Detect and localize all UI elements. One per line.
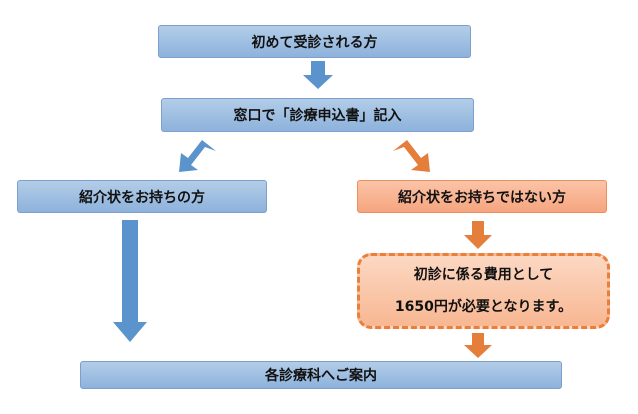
first-visit-label: 初めて受診される方 xyxy=(251,34,378,51)
arrow-down-1 xyxy=(303,61,333,89)
arrow-down-3 xyxy=(464,333,492,358)
fee-note-box: 初診に係る費用として 1650円が必要となります。 xyxy=(357,253,610,329)
arrow-diagonal-right xyxy=(393,140,430,172)
arrow-down-2 xyxy=(464,221,492,249)
fee-note-line2: 1650円が必要となります。 xyxy=(394,299,573,315)
departments-box: 各診療科へご案内 xyxy=(80,361,562,389)
reception-box: 窓口で「診療申込書」記入 xyxy=(161,98,474,132)
with-referral-label: 紹介状をお持ちの方 xyxy=(79,189,205,206)
without-referral-label: 紹介状をお持ちではない方 xyxy=(398,189,566,206)
first-visit-box: 初めて受診される方 xyxy=(158,25,471,58)
without-referral-box: 紹介状をお持ちではない方 xyxy=(357,180,607,213)
departments-label: 各診療科へご案内 xyxy=(265,368,377,384)
arrow-diagonal-left xyxy=(179,140,216,172)
fee-note-line1: 初診に係る費用として xyxy=(413,267,554,283)
arrow-down-long xyxy=(113,220,147,342)
reception-label: 窓口で「診療申込書」記入 xyxy=(233,108,402,124)
with-referral-box: 紹介状をお持ちの方 xyxy=(17,180,267,213)
